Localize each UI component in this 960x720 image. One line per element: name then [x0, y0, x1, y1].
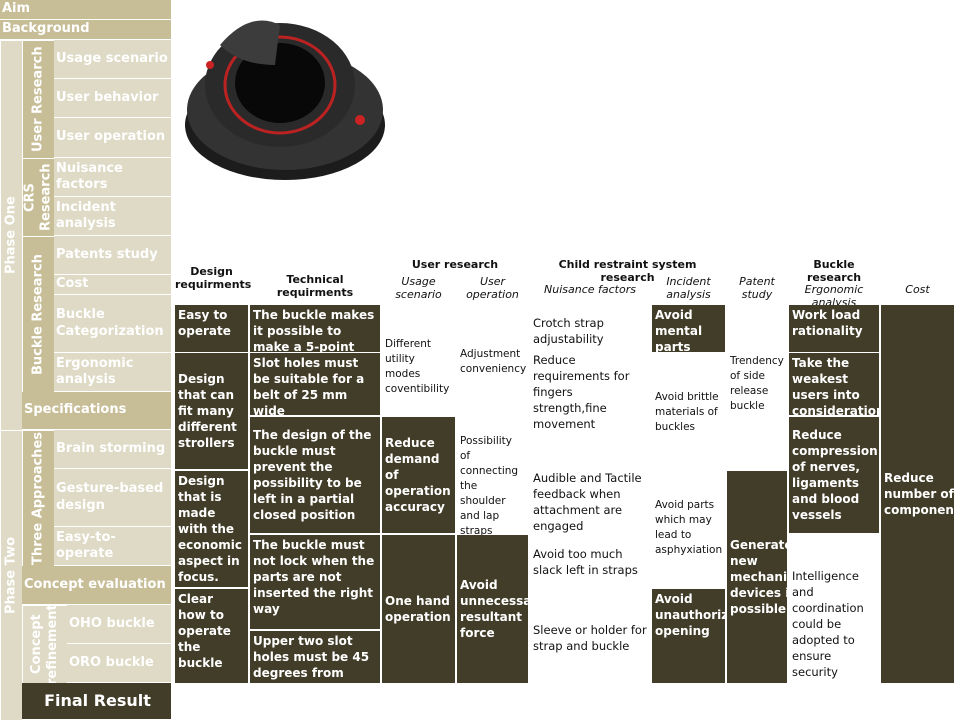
cell-text: Avoid parts which may lead to asphyxiati…	[655, 499, 723, 556]
table-cell: Avoid too much slack left in straps	[530, 544, 650, 578]
cell-text: Reduce requirements for fingers strength…	[533, 353, 630, 431]
cell-text: Slot holes must be suitable for a belt o…	[253, 356, 365, 418]
cell-text: Design that can fit many different strol…	[178, 372, 237, 450]
sidebar-user-research[interactable]: User Research	[22, 40, 54, 158]
table-cell: Avoid unauthorized opening	[652, 589, 745, 683]
sidebar-concept-evaluation[interactable]: Concept evaluation	[22, 566, 172, 605]
cell-text: Sleeve or holder for strap and buckle	[533, 623, 647, 653]
header-incident: Incident analysis	[666, 275, 711, 301]
header-buckle-research: Buckle research	[806, 258, 862, 284]
cell-text: Intelligence and coordination could be a…	[792, 569, 864, 679]
table-cell: Different utility modes coventibility	[382, 335, 455, 395]
sidebar-aim[interactable]: Aim	[0, 0, 172, 20]
table-cell: Avoid mental parts	[652, 305, 725, 354]
cell-text: Avoid mental parts	[655, 308, 703, 354]
table-cell: Reduce demand of operation accuracy	[382, 417, 455, 533]
cell-text: Adjustment conveniency	[460, 348, 527, 375]
header-patent: Patent study	[739, 275, 775, 301]
sidebar-background[interactable]: Background	[0, 20, 172, 40]
table-cell: The buckle must not lock when the parts …	[250, 535, 380, 629]
cell-text: Audible and Tactile feedback when attach…	[533, 471, 642, 533]
sidebar-brain-storming[interactable]: Brain storming	[54, 430, 172, 469]
table-cell: Generate new mechanism devices if possib…	[727, 471, 807, 683]
table-cell: The buckle makes it possible to make a 5…	[250, 305, 380, 370]
table-cell: One hand operation	[382, 535, 455, 683]
header-usage: Usage scenario	[395, 275, 442, 301]
sidebar-final-result[interactable]: Final Result	[22, 683, 172, 720]
sidebar-specifications[interactable]: Specifications	[22, 392, 172, 430]
cell-text: Possibility of connecting the shoulder a…	[460, 435, 519, 537]
sidebar-three-approaches[interactable]: Three Approaches	[22, 430, 54, 566]
table-cell: Intelligence and coordination could be a…	[789, 566, 879, 679]
cell-text: Reduce demand of operation accuracy	[385, 436, 451, 514]
cell-text: Work load rationality	[792, 308, 863, 338]
table-cell: Reduce number of components	[881, 305, 960, 683]
table-cell: The design of the buckle must prevent th…	[250, 417, 380, 533]
cell-text: Reduce compression of nerves, ligaments …	[792, 428, 878, 522]
cell-text: Trendency of side release buckle	[730, 355, 784, 412]
sidebar-gesture-based[interactable]: Gesture-based design	[54, 469, 172, 527]
cell-text: Different utility modes coventibility	[385, 338, 450, 395]
table-cell: Work load rationality	[789, 305, 879, 352]
sidebar-usage-scenario[interactable]: Usage scenario	[54, 40, 172, 79]
header-cost: Cost	[905, 283, 930, 296]
table-cell: Design that is made with the economic as…	[175, 471, 248, 587]
sidebar-ergonomic-analysis[interactable]: Ergonomic analysis	[54, 353, 172, 392]
header-crs-research: Child restraint system research	[558, 258, 697, 284]
table-cell: Avoid unnecessary resultant force	[457, 535, 545, 683]
cell-text: Take the weakest users into consideratio…	[792, 356, 885, 418]
table-cell: Crotch strap adjustability	[530, 313, 650, 347]
table-cell: Reduce compression of nerves, ligaments …	[789, 417, 879, 533]
cell-text: Reduce number of components	[884, 471, 960, 517]
table-cell: Clear how to operate the buckle	[175, 589, 248, 683]
table-cell: Sleeve or holder for strap and buckle	[530, 620, 650, 654]
cell-text: Avoid brittle materials of buckles	[655, 391, 719, 433]
sidebar-buckle-categorization[interactable]: Buckle Categorization	[54, 295, 172, 353]
sidebar-phase-one[interactable]: Phase One	[0, 40, 22, 430]
sidebar-incident-analysis[interactable]: Incident analysis	[54, 197, 172, 236]
sidebar-oro[interactable]: ORO buckle	[67, 644, 172, 683]
table-cell: Adjustment conveniency	[457, 345, 528, 380]
table-cell: Avoid brittle materials of buckles	[652, 388, 725, 438]
sidebar-crs-research[interactable]: CRS Research	[22, 158, 54, 236]
table-cell: Slot holes must be suitable for a belt o…	[250, 353, 380, 418]
sidebar-concept-refinement[interactable]: Concept refinement	[22, 604, 67, 685]
sidebar-user-operation[interactable]: User operation	[54, 118, 172, 158]
table-cell: Take the weakest users into consideratio…	[789, 353, 885, 418]
cell-text: One hand operation	[385, 594, 451, 624]
cell-text: Avoid unauthorized opening	[655, 592, 745, 638]
cell-text: The design of the buckle must prevent th…	[253, 428, 372, 522]
cell-text: Upper two slot holes must be 45 degrees …	[253, 634, 370, 696]
sidebar-cost[interactable]: Cost	[54, 275, 172, 295]
table-cell: Reduce requirements for fingers strength…	[530, 350, 650, 431]
header-nuisance: Nuisance factors	[544, 283, 636, 296]
table-cell: Audible and Tactile feedback when attach…	[530, 468, 650, 536]
sidebar-oho[interactable]: OHO buckle	[67, 605, 172, 644]
header-design: Design requirments	[175, 265, 252, 291]
cell-text: Avoid too much slack left in straps	[533, 547, 638, 577]
header-user-operation: User operation	[466, 275, 519, 301]
cell-text: The buckle must not lock when the parts …	[253, 538, 375, 616]
table-cell: Trendency of side release buckle	[727, 352, 787, 422]
cell-text: Generate new mechanism devices if possib…	[730, 538, 807, 616]
cell-text: Clear how to operate the buckle	[178, 592, 231, 670]
sidebar-nuisance-factors[interactable]: Nuisance factors	[54, 158, 172, 197]
sidebar-phase-two[interactable]: Phase Two	[0, 430, 22, 720]
buckle-image	[185, 20, 385, 180]
header-user-research: User research	[411, 258, 499, 271]
table-cell: Avoid parts which may lead to asphyxiati…	[652, 496, 725, 562]
header-technical: Technical requirments	[276, 273, 354, 299]
table-cell: Possibility of connecting the shoulder a…	[457, 432, 528, 537]
sidebar-user-behavior[interactable]: User behavior	[54, 79, 172, 118]
sidebar-buckle-research[interactable]: Buckle Research	[22, 236, 54, 392]
cell-text: Avoid unnecessary resultant force	[460, 578, 546, 640]
cell-text: Design that is made with the economic as…	[178, 474, 243, 584]
sidebar-easy-to-operate[interactable]: Easy-to-operate	[54, 527, 172, 566]
table-cell: Upper two slot holes must be 45 degrees …	[250, 631, 380, 696]
cell-text: Easy to operate	[178, 308, 231, 338]
cell-text: Crotch strap adjustability	[533, 316, 604, 346]
table-cell: Easy to operate	[175, 305, 248, 352]
sidebar-patents-study[interactable]: Patents study	[54, 236, 172, 275]
table-cell: Design that can fit many different strol…	[175, 353, 248, 469]
